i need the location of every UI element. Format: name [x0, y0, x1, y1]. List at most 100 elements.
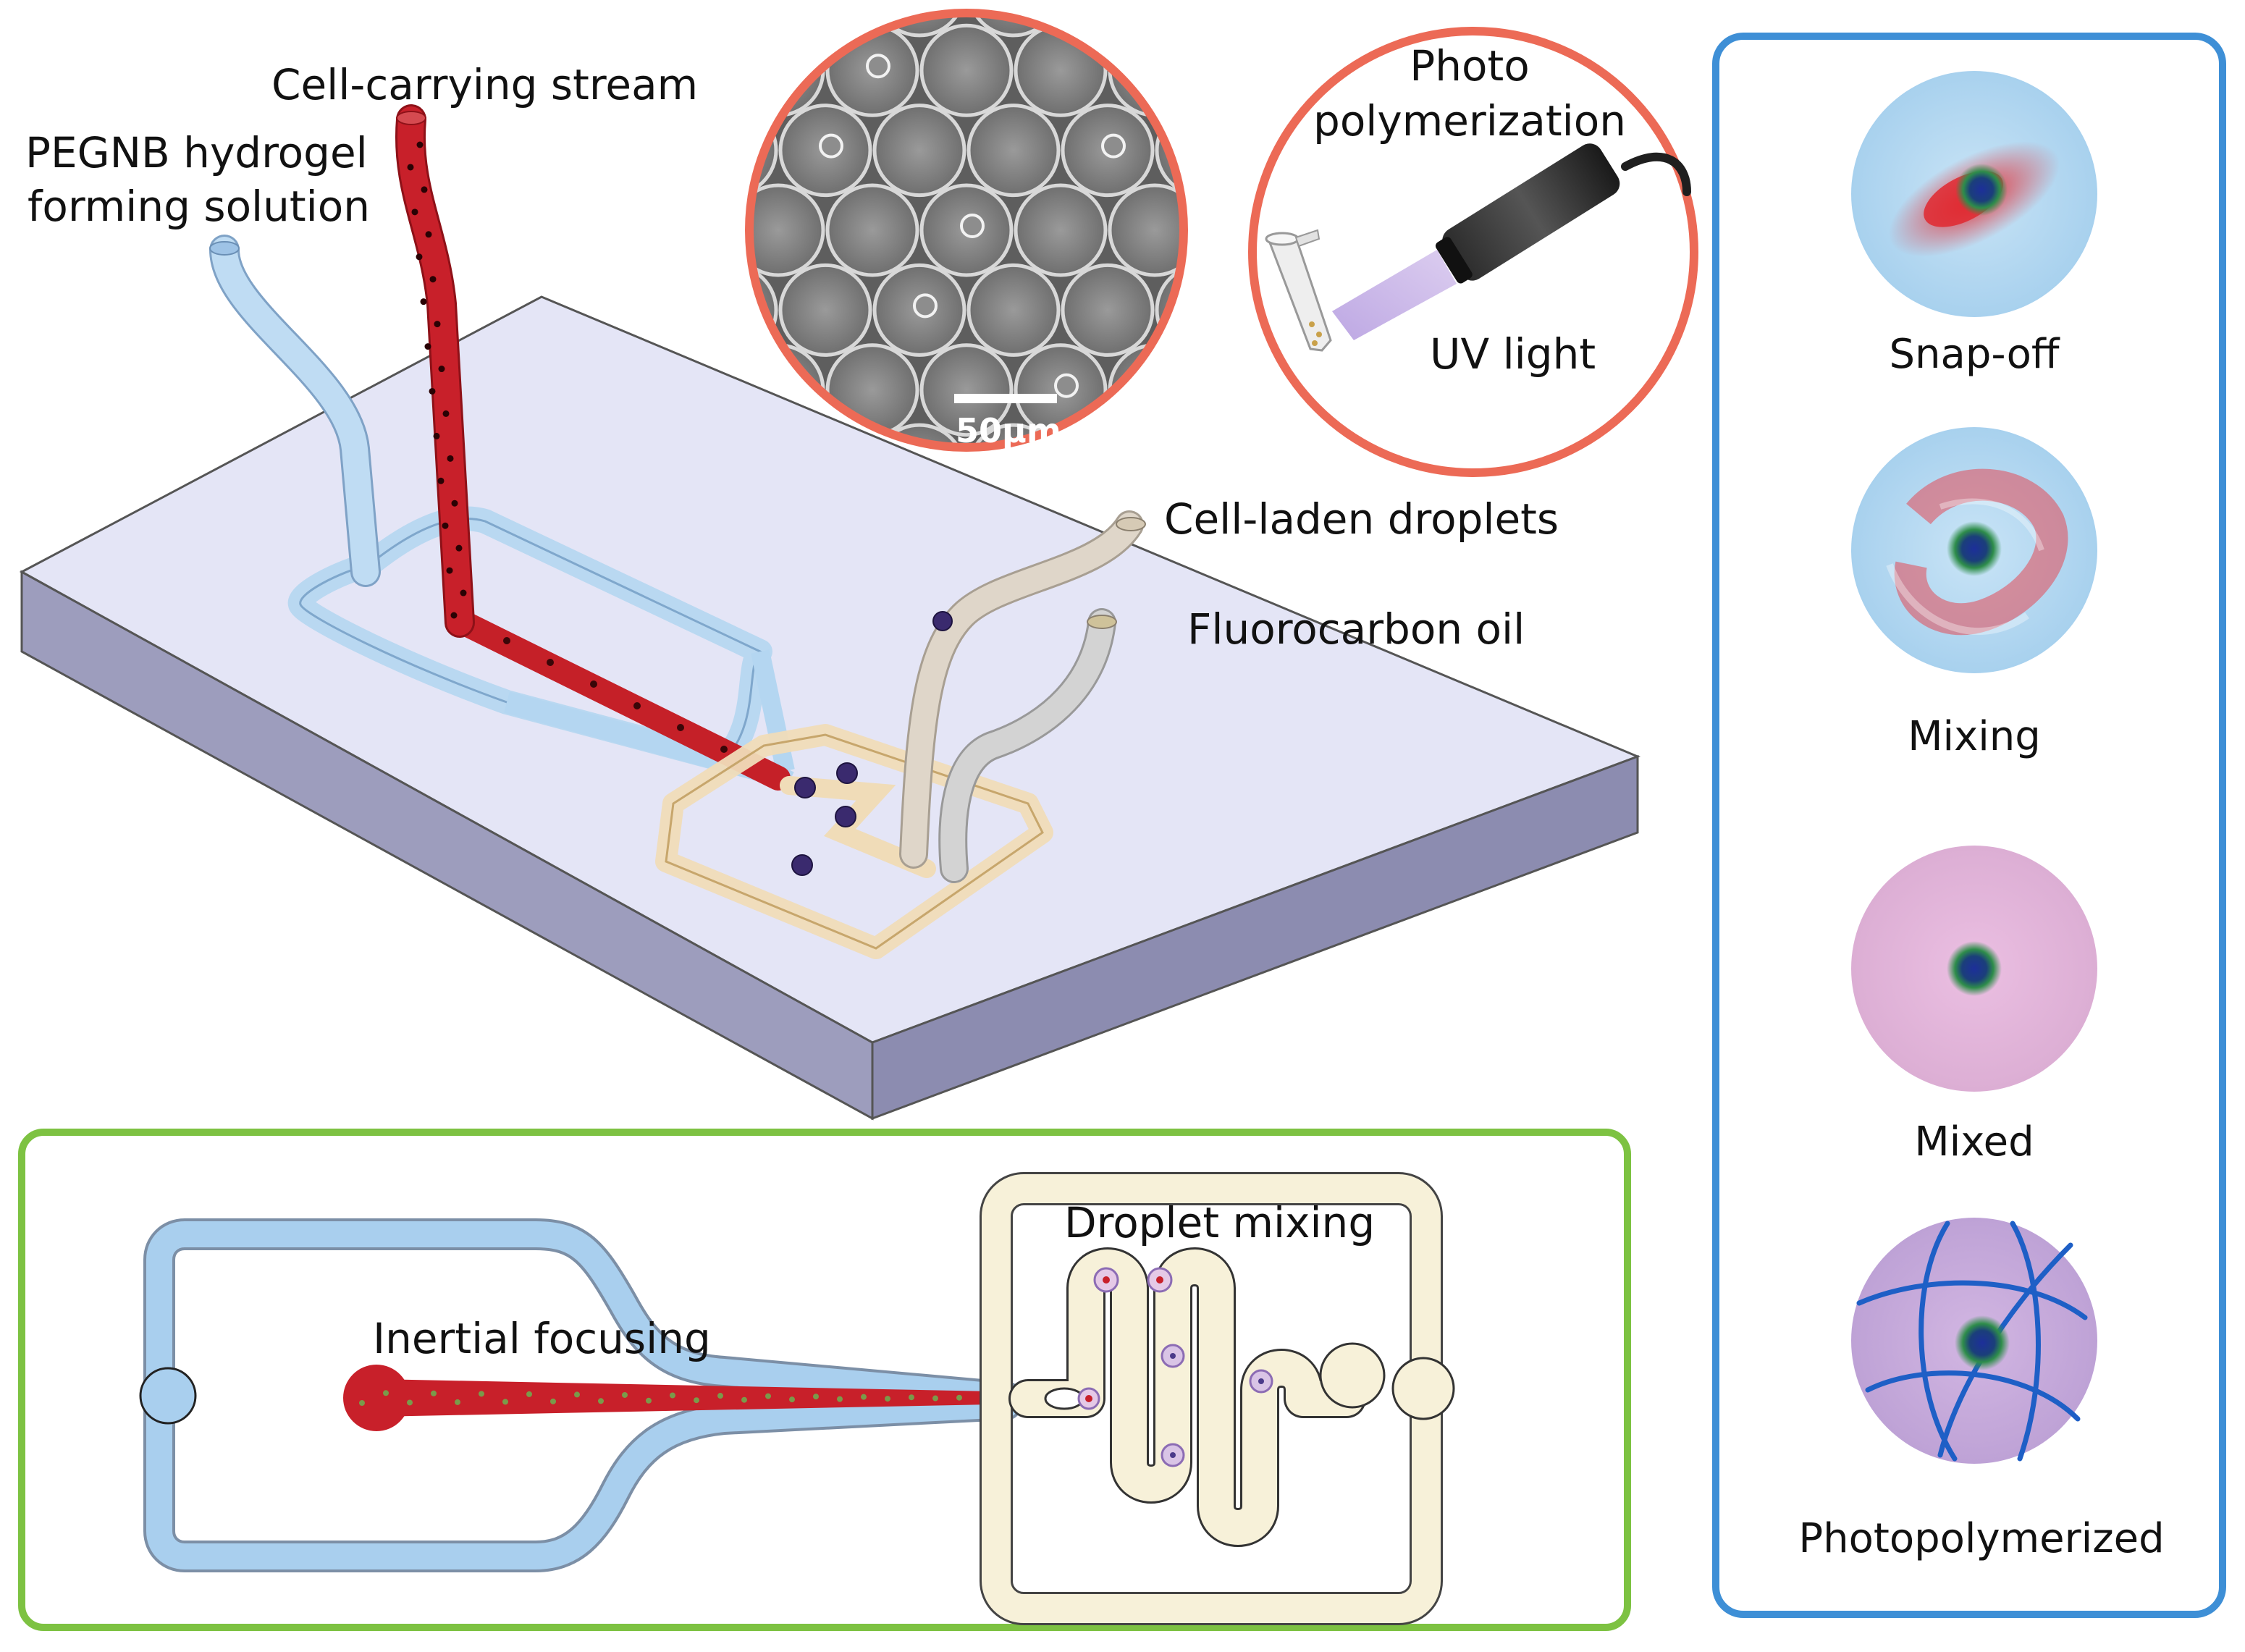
micrograph-droplet: [1108, 23, 1184, 117]
stream-particle: [885, 1396, 890, 1402]
micrograph-droplet: [966, 423, 1061, 447]
tube-particle: [438, 366, 445, 373]
stage-disc-snap-off: [1851, 71, 2097, 317]
micrograph-cell: [1054, 373, 1079, 398]
micrograph-cell: [819, 133, 843, 159]
micrograph-cell: [960, 214, 985, 238]
label-pegnb-line2: forming solution: [28, 182, 371, 231]
label-cell-carrying-stream: Cell-carrying stream: [271, 60, 699, 109]
stream-particle: [789, 1396, 795, 1403]
tube-particle: [442, 522, 449, 529]
micrograph-cell: [913, 293, 938, 319]
micrograph-droplet: [872, 13, 966, 38]
label-scale-bar: 50µm: [956, 411, 1061, 450]
micrograph-cell: [1101, 133, 1126, 159]
tube-particle: [442, 410, 450, 417]
tube-particle: [450, 612, 458, 619]
photopolymerization-inset: [1248, 27, 1698, 477]
label-cell-laden-droplets: Cell-laden droplets: [1164, 494, 1559, 544]
micrograph-droplet: [778, 13, 872, 38]
micrograph-droplet: [1345, 0, 1435, 35]
micrograph-cell: [1291, 455, 1313, 476]
stream-particle: [670, 1392, 675, 1399]
stream-particle: [956, 1394, 962, 1401]
micrograph-droplet: [749, 183, 825, 277]
stage-disc-photopolymerized: [1851, 1218, 2097, 1464]
stream-particle: [431, 1390, 437, 1396]
stage-label-snap-off: Snap-off: [1889, 331, 2060, 378]
microfluidic-chip: [19, 104, 1641, 1121]
tube-particle: [411, 208, 418, 216]
tube-particle: [421, 186, 428, 193]
label-photo-line2: polymerization: [1313, 96, 1626, 146]
stage-label-photopolymerized: Photopolymerized: [1798, 1515, 2165, 1562]
tube-particle: [429, 276, 437, 283]
tube-particle: [437, 477, 445, 484]
stream-particle: [359, 1400, 365, 1406]
micrograph-cell: [866, 54, 890, 79]
label-inertial-focusing: Inertial focusing: [373, 1314, 711, 1363]
stream-particle: [622, 1391, 628, 1398]
stream-particle: [717, 1393, 723, 1399]
micrograph-droplet: [919, 23, 1014, 117]
tube-particle: [434, 321, 441, 328]
micrograph-droplet: [1061, 423, 1155, 447]
label-droplet-mixing: Droplet mixing: [1064, 1198, 1376, 1247]
micrograph-cell: [632, 295, 654, 316]
micrograph-droplet: [749, 13, 778, 38]
tube-particle: [420, 298, 427, 305]
micrograph-droplet: [966, 13, 1061, 38]
stage-label-mixed: Mixed: [1914, 1118, 2034, 1166]
tube-particle: [447, 455, 454, 462]
micrograph-droplet: [919, 343, 1014, 437]
label-fluorocarbon-oil: Fluorocarbon oil: [1187, 604, 1525, 654]
micrograph-droplet: [966, 263, 1061, 357]
stream-particle: [909, 1394, 914, 1401]
stream-particle: [574, 1391, 580, 1398]
stream-particle: [407, 1399, 413, 1406]
label-photo-line1: Photo: [1410, 41, 1530, 90]
stage-panel: [1712, 33, 2226, 1618]
micrograph-droplet: [1108, 343, 1184, 437]
stream-particle: [598, 1398, 604, 1404]
stream-particle: [741, 1396, 747, 1403]
micrograph-droplet: [1108, 183, 1184, 277]
tube-particle: [416, 141, 424, 148]
stream-particle: [694, 1397, 699, 1404]
stage-disc-mixing: [1851, 427, 2097, 673]
stream-particle: [837, 1396, 843, 1402]
micrograph-droplet: [592, 0, 682, 35]
micrograph-droplet: [778, 263, 872, 357]
stage-disc-mixed: [1851, 846, 2097, 1092]
micrograph-droplet: [1204, 25, 1294, 115]
stream-particle: [765, 1393, 771, 1399]
micrograph-cell: [772, 373, 796, 398]
stream-particle: [502, 1399, 508, 1405]
micrograph-droplet: [749, 23, 825, 117]
stream-particle: [861, 1394, 867, 1400]
tube-particle: [446, 567, 453, 574]
micrograph-droplet: [639, 185, 729, 275]
stream-particle: [932, 1395, 938, 1402]
micrograph-cell: [1148, 54, 1173, 79]
stream-particle: [479, 1391, 484, 1397]
micrograph-droplet: [966, 104, 1061, 198]
micrograph-droplet: [1155, 13, 1184, 38]
tube-particle: [460, 589, 467, 597]
micrograph-droplet: [872, 104, 966, 198]
tube-particle: [425, 231, 432, 238]
micrograph-cell: [1197, 295, 1218, 316]
micrograph-cell: [1008, 455, 1030, 476]
tube-particle: [451, 500, 458, 507]
tube-particle: [455, 544, 463, 552]
micrograph-droplet: [825, 183, 919, 277]
schematic-panel: [18, 1129, 1631, 1631]
micrograph-droplet: [1061, 13, 1155, 38]
tube-particle: [416, 253, 423, 261]
micrograph-droplet: [545, 185, 635, 275]
micrograph-droplet: [1061, 263, 1155, 357]
stream-particle: [813, 1394, 819, 1400]
stream-particle: [455, 1399, 460, 1405]
